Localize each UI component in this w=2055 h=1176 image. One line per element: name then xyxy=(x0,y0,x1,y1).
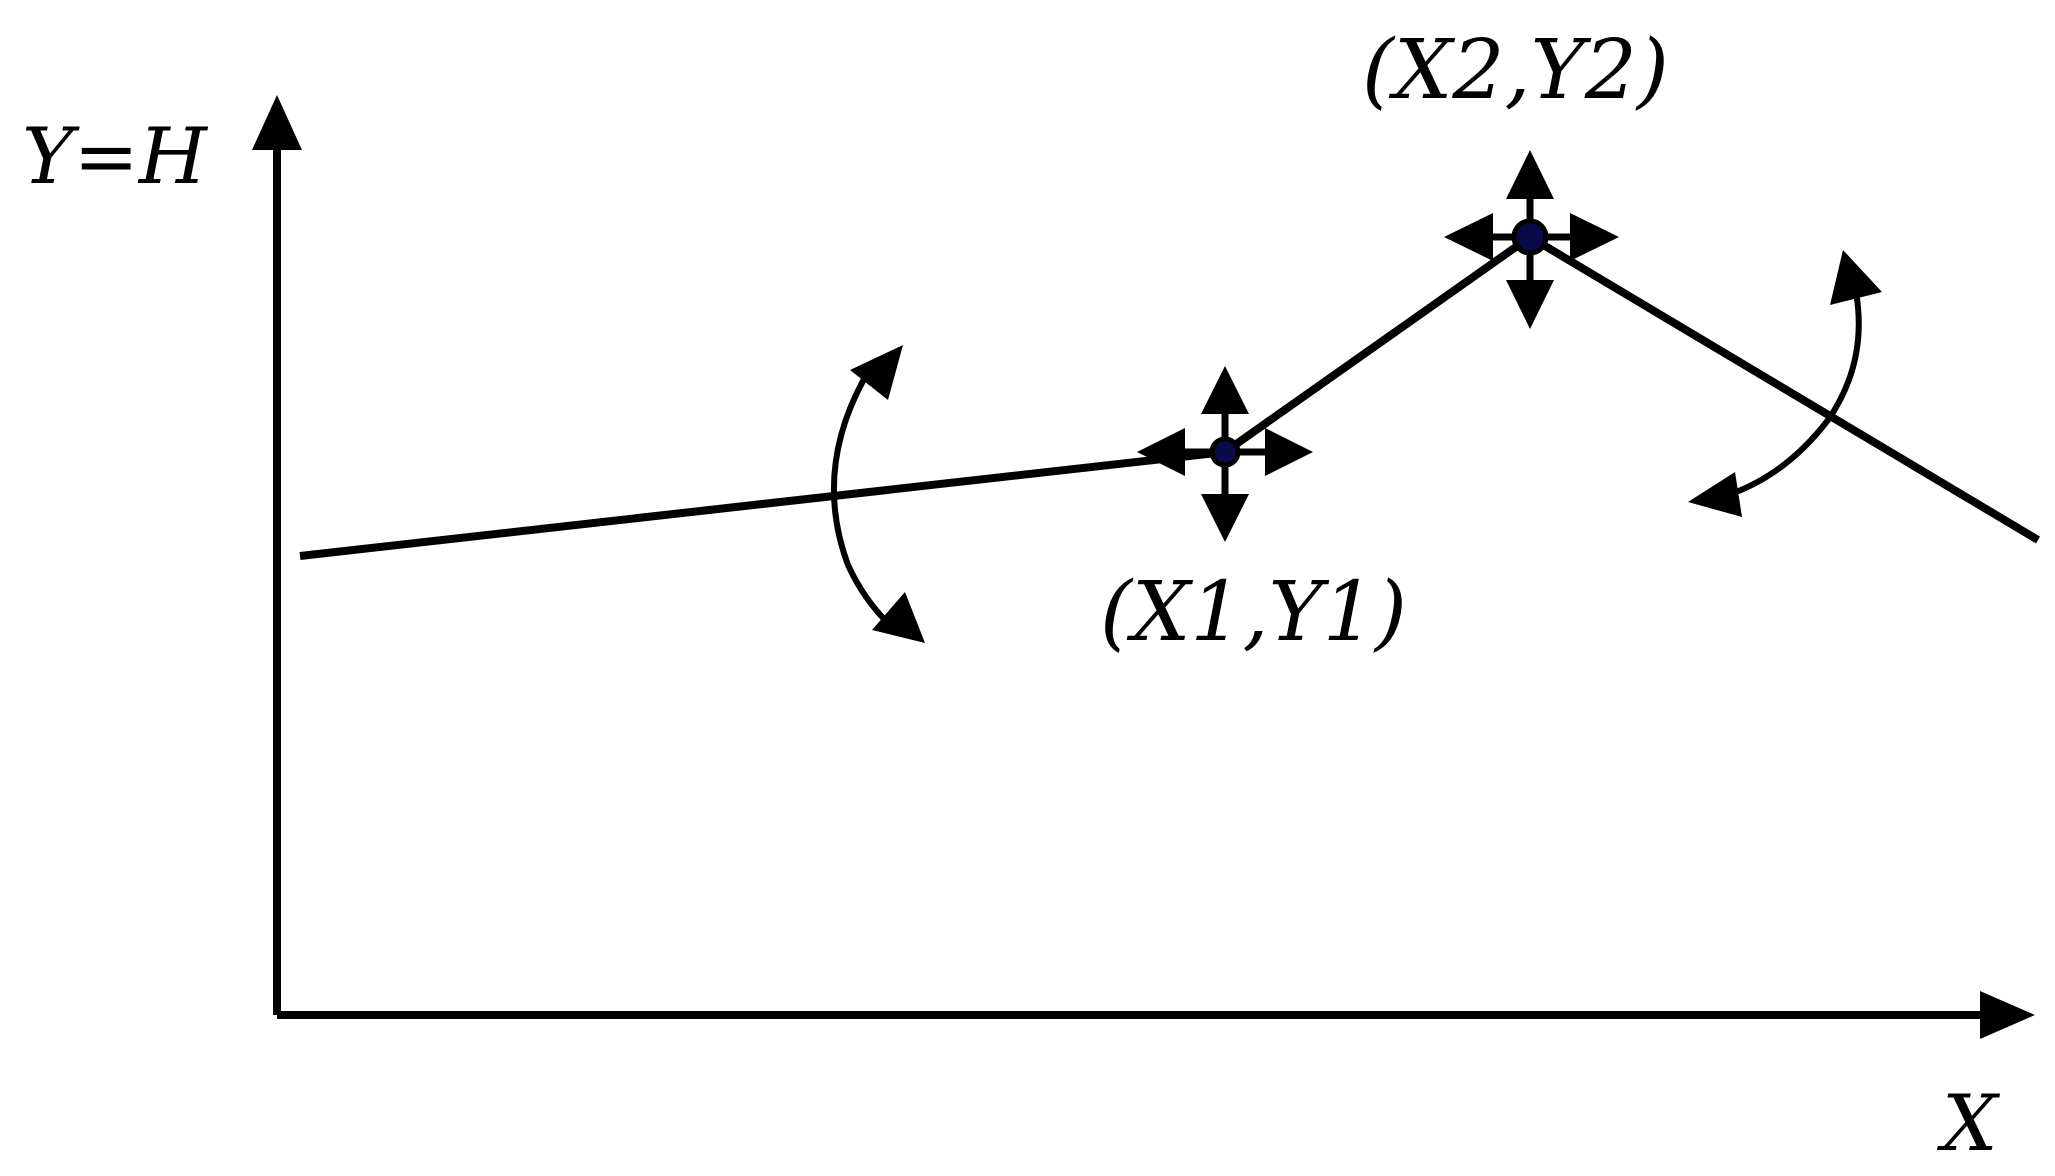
point2-handle[interactable] xyxy=(1444,150,1619,329)
curved-double-arrow-icon xyxy=(1727,291,1862,498)
x-axis-arrowhead xyxy=(1980,991,2035,1039)
segment-right[interactable] xyxy=(1527,233,2041,544)
x-axis xyxy=(277,991,2035,1039)
polyline xyxy=(299,233,2041,560)
segment-left[interactable] xyxy=(299,448,1226,560)
point2-label: (X2,Y2) xyxy=(1362,23,1669,118)
left-rotate-handle[interactable] xyxy=(830,345,925,643)
segment-middle[interactable] xyxy=(1222,233,1533,456)
curved-double-arrow-icon xyxy=(830,370,893,628)
y-axis-label: Y=H xyxy=(22,112,209,202)
point1-label: (X1,Y1) xyxy=(1100,565,1407,660)
point1-marker[interactable] xyxy=(1209,436,1241,468)
x-axis-label: X xyxy=(1936,1079,2001,1169)
y-axis xyxy=(252,95,302,1015)
point2-marker[interactable] xyxy=(1511,218,1549,256)
right-rotate-handle[interactable] xyxy=(1688,250,1882,517)
point1-handle[interactable] xyxy=(1137,366,1313,542)
y-axis-arrowhead xyxy=(252,95,302,150)
